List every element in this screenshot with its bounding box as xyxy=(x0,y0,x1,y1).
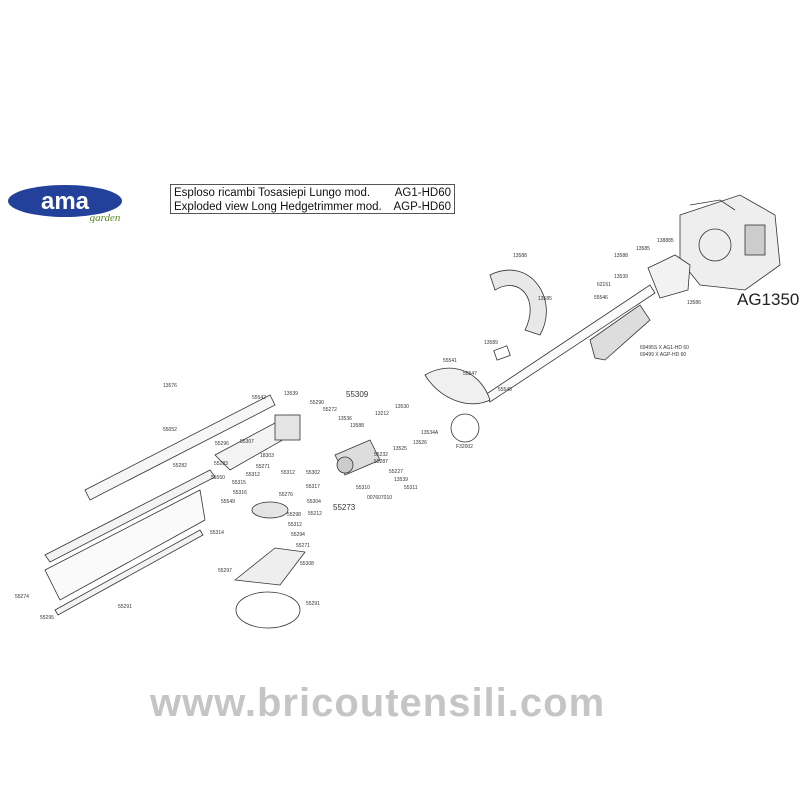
part-label: 138885 xyxy=(657,238,674,244)
part-label: 55549 xyxy=(221,499,235,505)
part-label: 18303 xyxy=(260,453,274,459)
part-label: 62151 xyxy=(597,282,611,288)
part-label: 55291 xyxy=(306,601,320,607)
part-label: 55302 xyxy=(306,470,320,476)
part-label: 13586 xyxy=(687,300,701,306)
part-label: 13534A xyxy=(421,430,439,436)
part-label: 55052 xyxy=(163,427,177,433)
part-label: 55294 xyxy=(291,532,305,538)
part-label: 55295 xyxy=(40,615,54,621)
part-label: 13585 xyxy=(636,246,650,252)
ama-garden-logo: ama garden xyxy=(8,185,122,223)
part-label: 55310 xyxy=(356,485,370,491)
part-label: 69495S X AG1-HD 60 xyxy=(640,345,689,351)
part-label: 13589 xyxy=(484,340,498,346)
lower-housing-drawing xyxy=(233,547,306,586)
lower-blade-drawing xyxy=(44,489,206,616)
engine-drawing xyxy=(679,194,781,291)
gearbox-drawing xyxy=(214,414,381,476)
part-label: 55291 xyxy=(118,604,132,610)
part-label: 13576 xyxy=(163,383,177,389)
sleeve-drawing xyxy=(493,345,511,361)
part-label: 55232 xyxy=(374,452,388,458)
part-label: 55550 xyxy=(211,475,225,481)
screw-set-circle-2 xyxy=(450,413,480,443)
svg-text:ama: ama xyxy=(41,188,90,215)
part-label: 55227 xyxy=(389,469,403,475)
part-label: 55312 xyxy=(281,470,295,476)
svg-text:garden: garden xyxy=(90,212,121,223)
part-label: 55271 xyxy=(296,543,310,549)
gear-plate-drawing xyxy=(251,501,289,519)
part-label: 55304 xyxy=(307,499,321,505)
part-label: 55307 xyxy=(240,439,254,445)
part-label: 55316 xyxy=(233,490,247,496)
part-label: 55271 xyxy=(256,464,270,470)
upper-blade-drawing xyxy=(84,394,276,501)
part-label: 13588 xyxy=(350,423,364,429)
model-ag1: AG1-HD60 xyxy=(394,187,451,199)
clutch-housing-drawing xyxy=(647,254,691,299)
part-label: 13526 xyxy=(413,440,427,446)
part-label: 69499 X AGP-HD 60 xyxy=(640,352,687,358)
part-label: 13536 xyxy=(338,416,352,422)
part-label: 55308 xyxy=(300,561,314,567)
guard-drawing xyxy=(489,269,547,336)
diagram-title: Esploso ricambi Tosasiepi Lungo mod. AG1-… xyxy=(170,184,455,214)
part-label: 55548 xyxy=(498,387,512,393)
part-label: 55546 xyxy=(594,295,608,301)
screw-set-circle xyxy=(235,591,301,629)
part-label: 55283 xyxy=(214,461,228,467)
part-label: 55312 xyxy=(288,522,302,528)
part-label: 55297 xyxy=(218,568,232,574)
part-label: F32002 xyxy=(456,444,473,450)
part-label: 55317 xyxy=(306,484,320,490)
part-label: 55212 xyxy=(308,511,322,517)
title-line-italian: Esploso ricambi Tosasiepi Lungo mod. xyxy=(174,187,371,199)
part-label: 13539 xyxy=(394,477,408,483)
part-label: 55273 xyxy=(333,503,356,512)
part-label: 55311 xyxy=(404,485,418,491)
part-label: 13530 xyxy=(395,404,409,410)
model-agp: AGP-HD60 xyxy=(393,201,451,213)
part-label: 55309 xyxy=(346,390,369,399)
part-label: 13212 xyxy=(375,411,389,417)
deflector-drawing xyxy=(424,367,491,405)
part-label: 13539 xyxy=(614,274,628,280)
part-label: 55272 xyxy=(323,407,337,413)
handle-drawing xyxy=(589,304,651,361)
part-label: 55274 xyxy=(15,594,29,600)
part-label: 55541 xyxy=(443,358,457,364)
part-label: 55296 xyxy=(215,441,229,447)
part-label: 55276 xyxy=(279,492,293,498)
part-label: 55287 xyxy=(374,459,388,465)
part-label: 55298 xyxy=(287,512,301,518)
title-line-english: Exploded view Long Hedgetrimmer mod. xyxy=(174,201,382,213)
part-label: 55547 xyxy=(463,371,477,377)
part-label: 55542 xyxy=(252,395,266,401)
part-label: 55314 xyxy=(210,530,224,536)
engine-model-label: AG1350 xyxy=(737,290,800,309)
part-label: 13588 xyxy=(614,253,628,259)
part-label: 007607010 xyxy=(367,495,393,501)
part-label: 55312 xyxy=(246,472,260,478)
part-label: 55282 xyxy=(173,463,187,469)
part-label: 13585 xyxy=(538,296,552,302)
part-label: 55315 xyxy=(232,480,246,486)
part-label: 55290 xyxy=(310,400,324,406)
blade-bar-drawing xyxy=(44,469,216,563)
watermark: www.bricoutensili.com xyxy=(150,681,606,725)
part-label: 13525 xyxy=(393,446,407,452)
part-label: 13539 xyxy=(284,391,298,397)
part-label: 13588 xyxy=(513,253,527,259)
drive-shaft-drawing xyxy=(484,284,656,403)
